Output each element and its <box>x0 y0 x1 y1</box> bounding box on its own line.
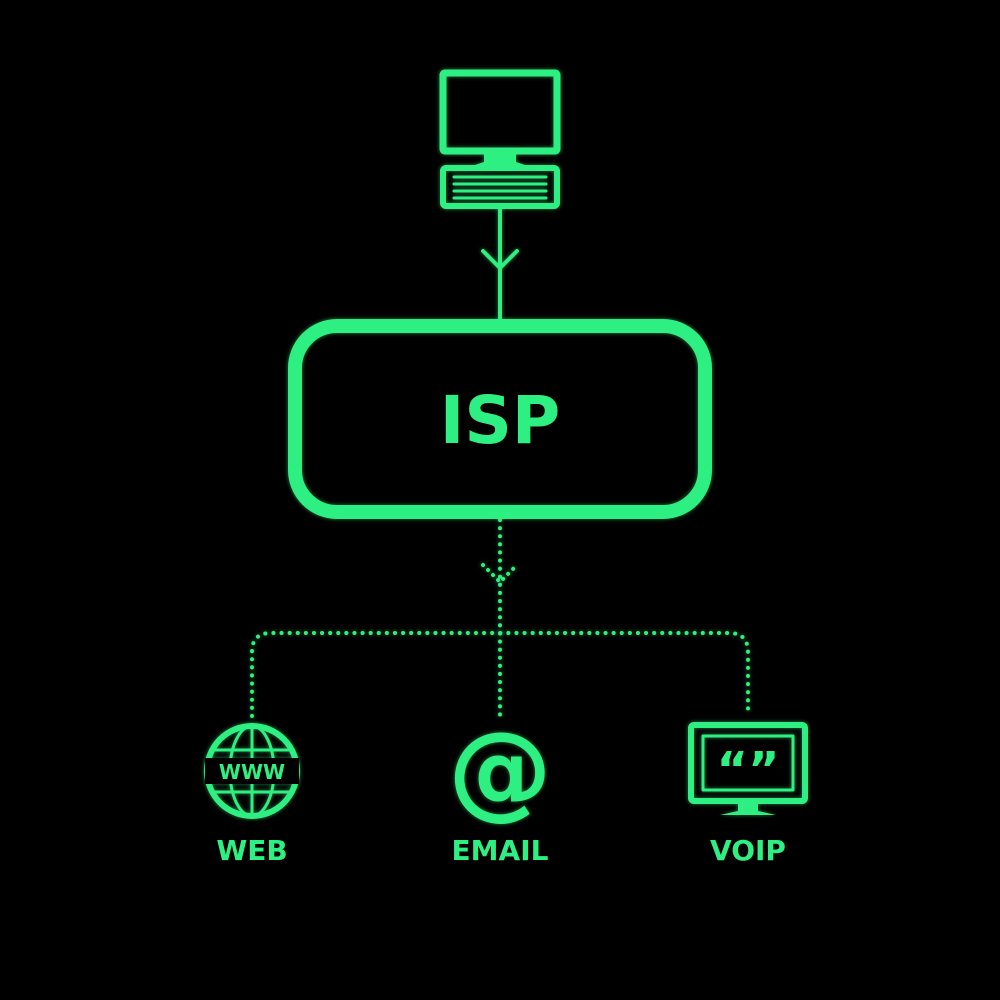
services-branch-connector <box>250 631 750 718</box>
isp-to-services-arrow <box>481 518 519 718</box>
service-label-web: WEB <box>216 834 287 867</box>
globe-www-icon <box>204 723 300 819</box>
at-sign-icon: @ <box>448 709 552 831</box>
www-icon-text: WWW <box>219 760 285 784</box>
service-label-voip: VOIP <box>710 834 786 867</box>
desktop-computer-icon <box>439 69 561 209</box>
monitor-quote-icon <box>688 722 808 815</box>
service-label-email: EMAIL <box>452 834 549 867</box>
isp-label: ISP <box>440 382 560 459</box>
quote-glyph: “” <box>716 742 779 798</box>
computer-to-isp-arrow <box>481 206 519 322</box>
isp-box <box>288 319 712 519</box>
